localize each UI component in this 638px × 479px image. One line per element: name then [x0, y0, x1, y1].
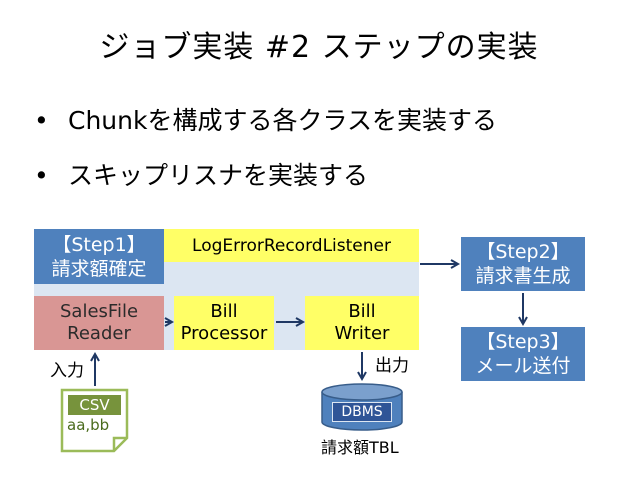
bullet-symbol: • [34, 106, 49, 135]
reader-line1: SalesFile [59, 301, 139, 322]
step3-box: 【Step3】 メール送付 [461, 327, 585, 381]
writer-line2: Writer [334, 323, 390, 344]
bullet-symbol: • [34, 161, 49, 190]
input-label: 入力 [50, 361, 84, 381]
bullet-item: • Chunkを構成する各クラスを実装する [34, 104, 497, 138]
listener-box: LogErrorRecordListener [164, 229, 419, 262]
step2-tag: 【Step2】 [476, 241, 570, 263]
reader-box: SalesFile Reader [34, 296, 164, 350]
step1-box: 【Step1】 請求額確定 [34, 229, 164, 284]
step1-tag: 【Step1】 [52, 233, 146, 256]
step3-tag: 【Step3】 [476, 331, 570, 353]
processor-line1: Bill [210, 301, 238, 322]
bullet-text: スキップリスナを実装する [68, 161, 369, 190]
processor-box: Bill Processor [174, 296, 274, 350]
processor-line2: Processor [180, 323, 268, 344]
writer-box: Bill Writer [305, 296, 419, 350]
reader-line2: Reader [67, 323, 131, 344]
db-label-text: DBMS [341, 404, 383, 420]
bullet-text: Chunkを構成する各クラスを実装する [68, 106, 497, 135]
output-label: 出力 [375, 356, 409, 376]
writer-line1: Bill [348, 301, 376, 322]
slide-title: ジョブ実装 #2 ステップの実装 [99, 30, 539, 65]
listener-label: LogErrorRecordListener [192, 235, 391, 256]
step2-name: 請求書生成 [475, 265, 571, 287]
step2-box: 【Step2】 請求書生成 [461, 237, 585, 291]
bullet-item: • スキップリスナを実装する [34, 159, 368, 193]
csv-label-text: CSV [79, 396, 110, 414]
db-table-name: 請求額TBL [321, 438, 399, 457]
db-label: DBMS [332, 402, 392, 422]
csv-label: CSV [68, 395, 121, 415]
step1-name: 請求額確定 [51, 257, 147, 280]
csv-content: aa,bb [67, 416, 110, 434]
step3-name: メール送付 [475, 355, 571, 377]
